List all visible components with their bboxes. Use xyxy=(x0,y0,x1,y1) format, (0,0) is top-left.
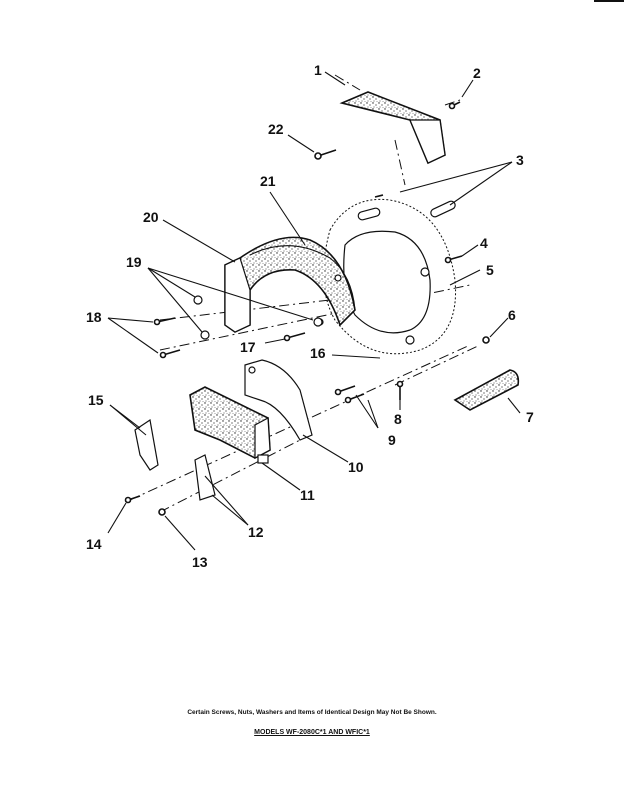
models-caption: MODELS WF-2080C*1 AND WFIC*1 xyxy=(254,729,370,736)
part-10-mounting-plate xyxy=(244,359,313,441)
part-19-washers xyxy=(193,295,323,340)
callout-16: 16 xyxy=(310,345,326,361)
callout-18: 18 xyxy=(86,309,102,325)
part-4-screw xyxy=(444,255,463,264)
part-9-screws xyxy=(334,385,365,404)
part-17-screw xyxy=(283,332,306,342)
part-11-lower-foam-block xyxy=(189,386,271,464)
top-edge-mark xyxy=(594,0,624,2)
part-2-screw xyxy=(448,101,461,110)
callout-4: 4 xyxy=(480,235,488,251)
callout-17: 17 xyxy=(240,339,256,355)
callout-13: 13 xyxy=(192,554,208,570)
callout-3: 3 xyxy=(516,152,524,168)
callout-14: 14 xyxy=(86,536,102,552)
callout-9: 9 xyxy=(388,432,396,448)
callout-1: 1 xyxy=(314,62,322,78)
callout-8: 8 xyxy=(394,411,402,427)
callout-15: 15 xyxy=(88,392,104,408)
callout-2: 2 xyxy=(473,65,481,81)
part-20-arched-foam-housing xyxy=(224,236,356,333)
callout-22: 22 xyxy=(268,121,284,137)
callout-6: 6 xyxy=(508,307,516,323)
part-3-clips xyxy=(357,194,456,221)
part-5-gasket-ring xyxy=(323,198,457,355)
callout-20: 20 xyxy=(143,209,159,225)
callout-21: 21 xyxy=(260,173,276,189)
callout-11: 11 xyxy=(300,487,315,503)
footnote-text: Certain Screws, Nuts, Washers and Items … xyxy=(187,709,437,716)
part-15-bracket xyxy=(134,418,159,471)
leader-lines xyxy=(107,71,521,551)
part-14-screw xyxy=(124,495,141,504)
part-22-screw xyxy=(314,149,337,160)
part-1-top-foam-block xyxy=(339,91,446,165)
callout-5: 5 xyxy=(486,262,494,278)
part-13-nut xyxy=(158,508,166,516)
callout-labels: 1 2 3 4 5 6 7 8 9 10 11 12 13 14 15 16 1… xyxy=(86,62,534,570)
part-7-foam-wedge xyxy=(453,369,520,411)
callout-12: 12 xyxy=(248,524,264,540)
callout-7: 7 xyxy=(526,409,534,425)
callout-10: 10 xyxy=(348,459,364,475)
part-8-screw xyxy=(396,380,404,400)
part-18-screws xyxy=(153,317,181,359)
part-12-bracket xyxy=(194,454,216,501)
part-6-screw xyxy=(482,336,490,344)
callout-19: 19 xyxy=(126,254,142,270)
